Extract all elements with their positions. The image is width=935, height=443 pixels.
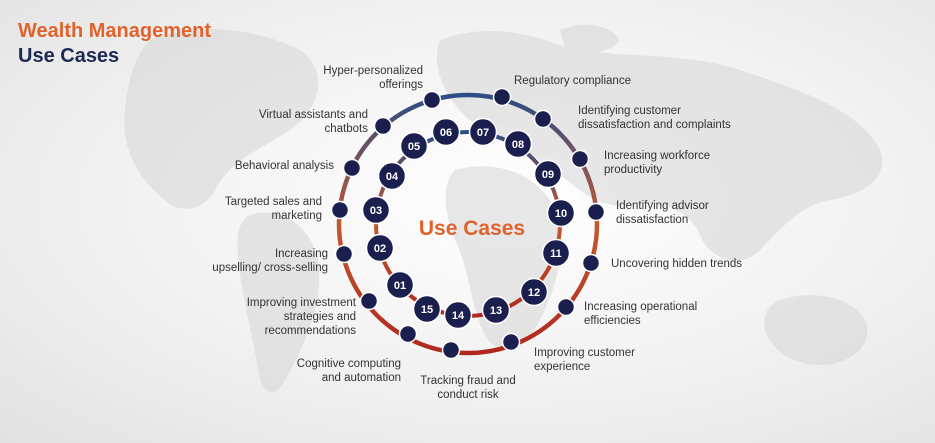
use-case-label-line: Hyper-personalized (323, 65, 423, 77)
outer-dot-6 (581, 253, 601, 273)
use-case-label-line: Regulatory compliance (514, 75, 631, 87)
inner-node-11 (541, 238, 571, 268)
inner-node-08 (503, 129, 533, 159)
inner-node-group: 01 02 03 04 05 06 07 08 09 10 11 12 13 14 15 (361, 117, 576, 330)
use-case-label-line: Targeted sales and (224, 196, 322, 208)
inner-node-number-03: 03 (370, 205, 382, 217)
outer-dot-3 (533, 109, 553, 129)
use-case-label-2: Regulatory compliance (514, 74, 631, 88)
use-case-label-line: Uncovering hidden trends (611, 258, 743, 270)
outer-dot-group (330, 87, 606, 360)
use-case-label-line: dissatisfaction and complaints (578, 119, 731, 131)
use-case-label-12: Increasing upselling/ cross-selling (212, 247, 328, 275)
use-case-label-line: upselling/ cross-selling (212, 262, 328, 274)
inner-node-05 (399, 131, 429, 161)
use-case-label-line: marketing (271, 210, 323, 222)
use-case-label-line: efficiencies (584, 315, 641, 327)
inner-node-01 (385, 270, 415, 300)
outer-dot-14 (342, 158, 362, 178)
use-case-label-line: Identifying advisor (616, 200, 709, 212)
outer-dot-10 (398, 324, 418, 344)
use-case-label-line: Improving investment (246, 297, 356, 309)
use-case-label-9: Tracking fraud and conduct risk (408, 374, 528, 402)
use-case-label-line: dissatisfaction (616, 214, 689, 226)
inner-node-09 (533, 159, 563, 189)
use-case-label-7: Increasing operational efficiencies (584, 300, 697, 328)
use-case-label-line: recommendations (264, 325, 356, 337)
use-case-label-14: Behavioral analysis (235, 159, 334, 173)
use-case-label-line: Virtual assistants and (258, 109, 368, 121)
use-case-label-5: Identifying advisor dissatisfaction (616, 199, 709, 227)
outer-ring (336, 92, 600, 356)
inner-node-number-15: 15 (421, 304, 433, 316)
outer-dot-13 (330, 200, 350, 220)
use-case-label-line: conduct risk (437, 389, 499, 401)
inner-node-number-14: 14 (452, 310, 465, 322)
inner-node-number-04: 04 (386, 171, 399, 183)
center-label: Use Cases (419, 217, 525, 240)
use-case-label-line: chatbots (324, 123, 368, 135)
title-line-1: Wealth Management (18, 20, 211, 42)
use-case-label-line: strategies and (283, 311, 356, 323)
inner-node-12 (519, 277, 549, 307)
inner-node-15 (412, 294, 442, 324)
outer-dot-8 (501, 332, 521, 352)
world-map-background (124, 24, 882, 393)
inner-node-number-02: 02 (374, 243, 386, 255)
outer-dot-15 (373, 116, 393, 136)
inner-node-number-06: 06 (440, 127, 452, 139)
use-case-label-line: Increasing operational (584, 301, 698, 313)
inner-node-number-13: 13 (490, 305, 502, 317)
inner-node-03 (361, 195, 391, 225)
use-case-label-13: Targeted sales and marketing (225, 195, 322, 223)
use-case-label-line: Cognitive computing (296, 358, 401, 370)
inner-node-13 (481, 295, 511, 325)
outer-dot-9 (441, 340, 461, 360)
outer-dot-11 (359, 291, 379, 311)
use-case-label-6: Uncovering hidden trends (611, 257, 742, 271)
inner-node-06 (431, 117, 461, 147)
inner-node-number-07: 07 (477, 127, 489, 139)
use-case-label-line: Increasing (274, 248, 328, 260)
use-case-label-10: Cognitive computing and automation (297, 357, 401, 385)
outer-dot-4 (570, 149, 590, 169)
use-case-label-4: Increasing workforce productivity (604, 149, 710, 177)
inner-node-number-01: 01 (394, 280, 406, 292)
inner-node-02 (365, 233, 395, 263)
outer-dot-7 (556, 297, 576, 317)
outer-dot-5 (586, 202, 606, 222)
title-line-2: Use Cases (18, 45, 120, 67)
use-case-label-line: Behavioral analysis (234, 160, 334, 172)
use-case-label-line: productivity (604, 164, 663, 176)
outer-dot-1 (422, 90, 442, 110)
use-case-label-line: and automation (321, 372, 401, 384)
inner-node-04 (377, 161, 407, 191)
use-case-label-line: Identifying customer (578, 105, 681, 117)
use-case-label-line: experience (534, 361, 591, 373)
use-case-label-8: Improving customer experience (534, 346, 635, 374)
use-case-label-11: Improving investment strategies and recomm… (247, 296, 356, 338)
use-case-label-1: Hyper-personalized offerings (323, 64, 423, 92)
use-case-label-line: Increasing workforce (604, 150, 711, 162)
use-case-label-3: Identifying customer dissatisfaction and … (578, 104, 731, 132)
inner-node-number-10: 10 (555, 208, 567, 220)
outer-dot-12 (334, 244, 354, 264)
inner-node-number-12: 12 (528, 287, 540, 299)
use-case-label-15: Virtual assistants and chatbots (259, 108, 368, 136)
use-case-label-line: Improving customer (534, 347, 635, 359)
inner-node-number-08: 08 (512, 139, 524, 151)
inner-node-14 (443, 300, 473, 330)
inner-node-number-11: 11 (550, 248, 562, 260)
inner-node-07 (468, 117, 498, 147)
use-case-label-line: offerings (379, 79, 423, 91)
outer-dot-2 (492, 87, 512, 107)
inner-node-number-05: 05 (408, 141, 420, 153)
inner-node-10 (546, 198, 576, 228)
inner-node-number-09: 09 (542, 169, 554, 181)
use-case-label-line: Tracking fraud and (420, 375, 516, 387)
